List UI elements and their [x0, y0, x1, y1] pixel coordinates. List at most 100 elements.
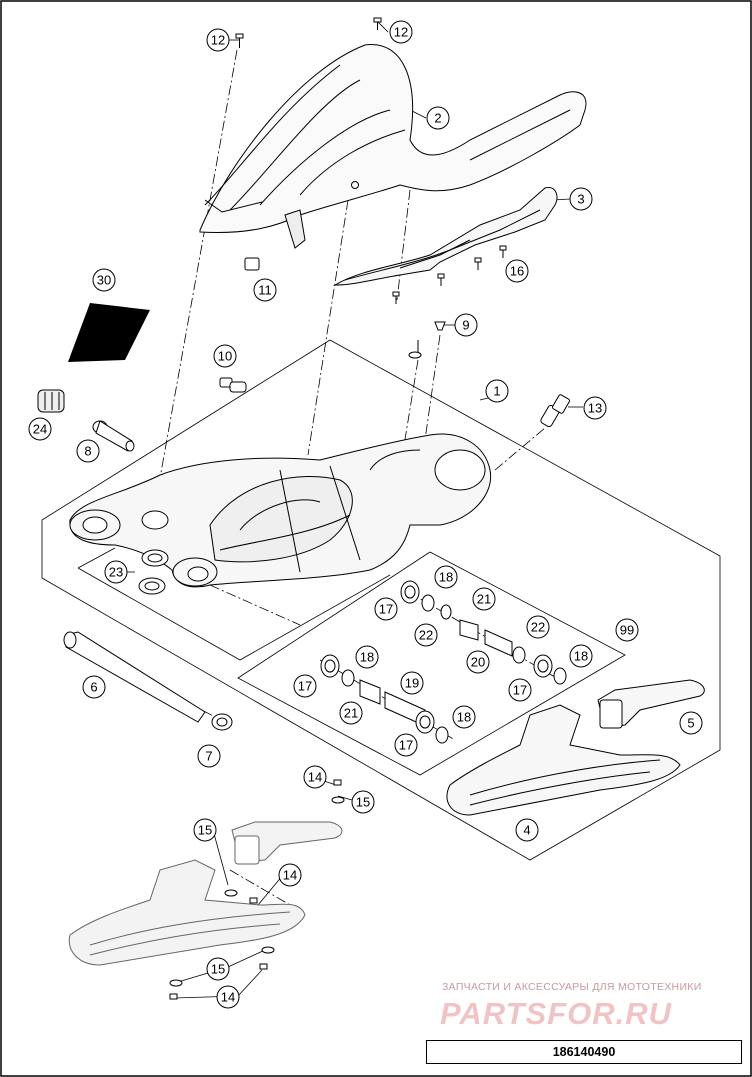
callout-number: 24: [33, 422, 47, 437]
part-1-swingarm: [69, 433, 492, 588]
callout-circle: [466, 650, 490, 674]
callout-circle: [400, 671, 424, 695]
callout-circle: [206, 957, 230, 981]
callout-number: 18: [360, 650, 374, 665]
callout-number: 16: [510, 264, 524, 279]
part-16-screws: [392, 245, 507, 304]
callout-number: 23: [109, 565, 123, 580]
callout-5: 5: [679, 711, 703, 735]
part-4-chain-slider: [446, 704, 681, 816]
callout-circle: [583, 396, 607, 420]
callout-16: 16: [505, 259, 529, 283]
part-24-cam: [37, 389, 65, 413]
part-7-nut: [211, 713, 233, 731]
callout-circle: [197, 744, 221, 768]
callout-number: 1: [493, 384, 500, 399]
callout-18a: 18: [434, 565, 458, 589]
part-5-chain-guide: [597, 679, 705, 729]
callout-number: 3: [577, 192, 584, 207]
callout-number: 12: [394, 25, 408, 40]
callout-number: 6: [90, 680, 97, 695]
callout-circle: [414, 623, 438, 647]
callout-number: 15: [211, 962, 225, 977]
callout-number: 22: [419, 628, 433, 643]
bearing-kit-parts: [320, 580, 567, 744]
callout-circle: [104, 560, 128, 584]
callout-circle: [454, 313, 478, 337]
callout-circle: [615, 618, 639, 642]
callout-1: 1: [485, 379, 509, 403]
watermark-logo: PARTSFOR.RU: [440, 996, 673, 1031]
callout-number: 19: [405, 676, 419, 691]
lower-chain-guard-assembly: [68, 821, 343, 966]
callout-17c: 17: [293, 674, 317, 698]
callout-18d: 18: [452, 705, 476, 729]
callout-circle: [339, 701, 363, 725]
callout-number: 14: [221, 990, 235, 1005]
callout-circle: [505, 259, 529, 283]
callout-17b: 17: [508, 678, 532, 702]
callout-circle: [278, 863, 302, 887]
callout-14c: 14: [216, 985, 240, 1009]
callout-21b: 21: [339, 701, 363, 725]
callout-number: 7: [205, 749, 212, 764]
callout-number: 17: [399, 738, 413, 753]
callout-circle: [92, 268, 116, 292]
callout-10: 10: [213, 344, 237, 368]
callout-circle: [351, 790, 375, 814]
callout-circle: [569, 187, 593, 211]
callout-number: 22: [531, 620, 545, 635]
callout-14a: 14: [303, 765, 327, 789]
callout-number: 8: [84, 444, 91, 459]
callout-number: 99: [620, 623, 634, 638]
callout-number: 4: [523, 823, 530, 838]
part-13-bolt: [540, 394, 570, 428]
part-14-15-hardware: [169, 779, 345, 1000]
callout-number: 10: [218, 349, 232, 364]
callout-3: 3: [569, 187, 593, 211]
callout-number: 18: [439, 570, 453, 585]
part-30-sticker: [68, 303, 150, 362]
callout-8: 8: [76, 439, 100, 463]
callout-number: 18: [457, 710, 471, 725]
callout-number: 21: [477, 592, 491, 607]
callout-15c: 15: [206, 957, 230, 981]
callout-number: 9: [462, 318, 469, 333]
callout-4: 4: [515, 818, 539, 842]
callout-number: 17: [298, 679, 312, 694]
callout-22a: 22: [414, 623, 438, 647]
callout-circle: [426, 106, 450, 130]
callout-15a: 15: [351, 790, 375, 814]
callout-number: 13: [588, 401, 602, 416]
callout-circle: [679, 711, 703, 735]
callout-circle: [526, 615, 550, 639]
callout-number: 30: [97, 273, 111, 288]
callout-11: 11: [253, 278, 277, 302]
callout-14b: 14: [278, 863, 302, 887]
callout-18c: 18: [355, 645, 379, 669]
callout-circle: [76, 439, 100, 463]
callout-circle: [508, 678, 532, 702]
callout-circle: [303, 765, 327, 789]
callout-number: 17: [513, 683, 527, 698]
watermark-tagline: ЗАПЧАСТИ И АКСЕССУАРЫ ДЛЯ МОТОТЕХНИКИ: [442, 981, 702, 993]
callout-circle: [293, 674, 317, 698]
callout-23: 23: [104, 560, 128, 584]
part-11-clip: [244, 257, 260, 271]
callout-99: 99: [615, 618, 639, 642]
part-12-screws: [235, 17, 382, 48]
callout-circle: [28, 417, 52, 441]
callout-19: 19: [400, 671, 424, 695]
callout-circle: [389, 20, 413, 44]
callout-17a: 17: [374, 597, 398, 621]
callout-number: 20: [471, 655, 485, 670]
callout-30: 30: [92, 268, 116, 292]
callout-number: 17: [379, 602, 393, 617]
callout-number: 14: [308, 770, 322, 785]
callout-13: 13: [583, 396, 607, 420]
callout-number: 21: [344, 706, 358, 721]
callout-number: 11: [258, 283, 272, 298]
part-10-fitting: [219, 377, 247, 393]
